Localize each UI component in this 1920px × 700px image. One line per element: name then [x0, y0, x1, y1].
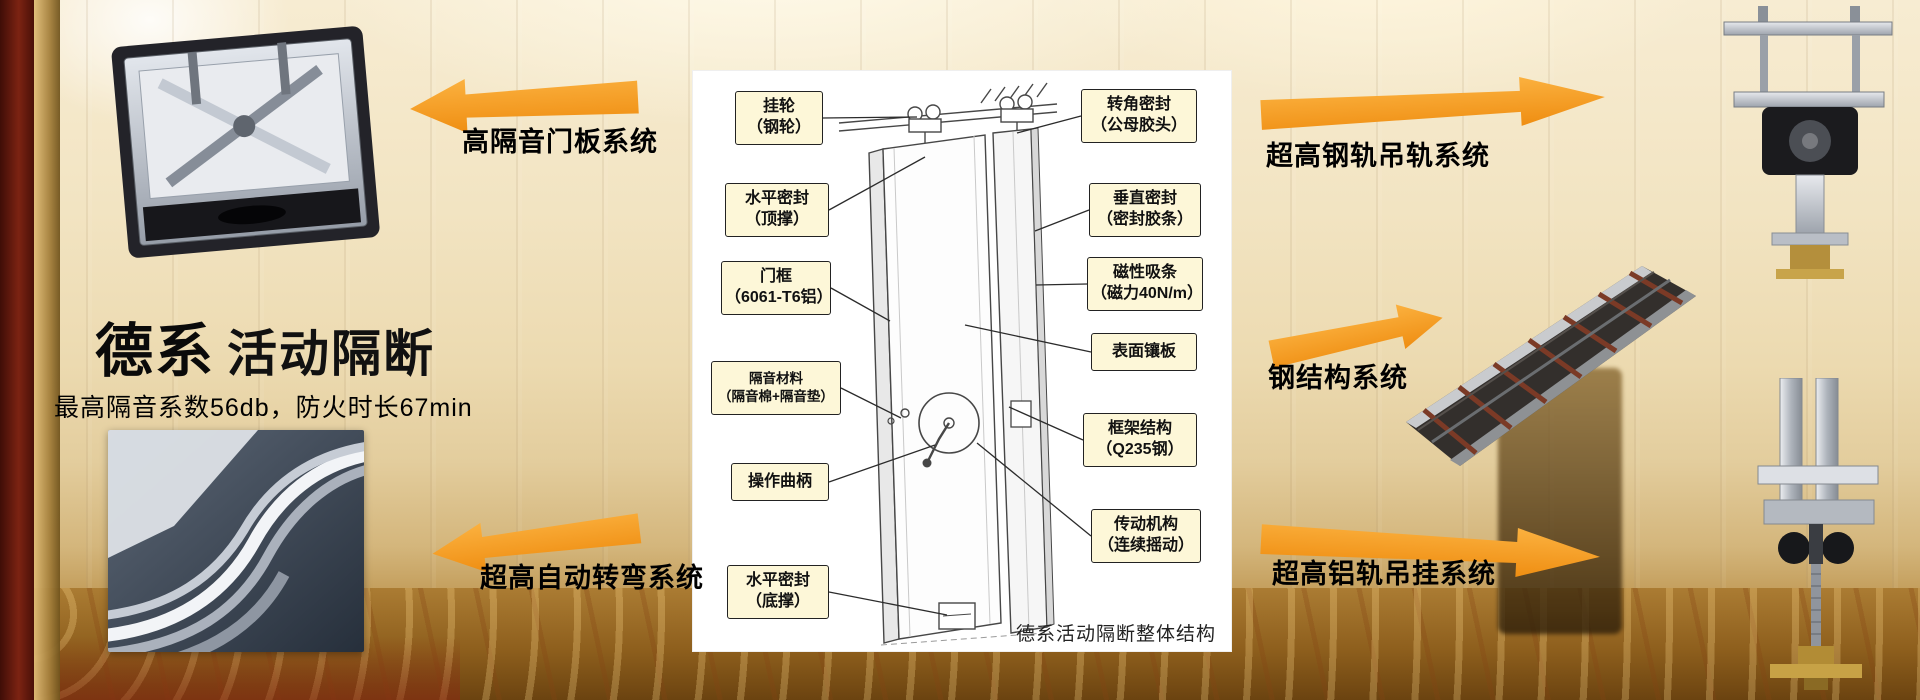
door-panel-track-image	[111, 26, 380, 258]
aluminum-rail-hanger-image	[1757, 377, 1879, 690]
arrow-top-right-icon	[1260, 76, 1605, 130]
photo-aluminum-rail-system	[1712, 377, 1917, 696]
callout-label: 隔音材料 （隔音棉+隔音垫）	[711, 361, 841, 415]
callout-label: 水平密封 （顶撑）	[725, 183, 829, 237]
curved-track-image	[108, 430, 364, 652]
callout-label: 操作曲柄	[731, 463, 829, 501]
structure-diagram-panel: 挂轮 （钢轮） 水平密封 （顶撑） 门框 （6061-T6铝） 隔音材料 （隔音…	[692, 70, 1232, 652]
system-label-top-right: 超高钢轨吊轨系统	[1266, 141, 1490, 171]
arrow-bottom-right-icon	[1260, 524, 1600, 577]
brand-title: 德系	[95, 319, 216, 384]
page-title: 德系 活动隔断	[95, 304, 435, 388]
product-subtitle: 最高隔音系数56db，防火时长67min	[54, 394, 473, 422]
diagram-caption: 德系活动隔断整体结构	[1015, 624, 1216, 645]
system-label-bottom-left: 超高自动转弯系统	[480, 563, 704, 593]
callout-label: 水平密封 （底撑）	[727, 565, 829, 619]
photo-auto-turn-system	[108, 430, 364, 652]
callout-label: 磁性吸条 （磁力40N/m）	[1087, 257, 1203, 311]
gold-pilaster	[34, 0, 60, 700]
system-label-mid-right: 钢结构系统	[1268, 363, 1408, 393]
system-label-top-left: 高隔音门板系统	[462, 127, 658, 157]
callout-label: 框架结构 （Q235钢）	[1083, 413, 1197, 467]
steel-truss-image	[1406, 266, 1696, 466]
photo-steel-structure	[1402, 226, 1702, 474]
steel-rail-hanger-image	[1723, 6, 1893, 279]
callout-label: 表面镶板	[1091, 333, 1197, 371]
callout-label: 挂轮 （钢轮）	[735, 91, 823, 145]
photo-door-panel-system	[105, 8, 390, 298]
callout-label: 门框 （6061-T6铝）	[721, 261, 833, 315]
arrow-top-left-icon	[410, 79, 639, 134]
callout-label: 传动机构 （连续摇动）	[1091, 509, 1201, 563]
arrow-mid-right-icon	[1268, 304, 1443, 368]
arrow-bottom-left-icon	[432, 513, 642, 573]
system-label-bottom-right: 超高铝轨吊挂系统	[1272, 559, 1496, 589]
callout-label: 转角密封 （公母胶头）	[1081, 89, 1197, 143]
photo-steel-rail-system	[1700, 2, 1915, 292]
red-column	[0, 0, 34, 700]
callout-label: 垂直密封 （密封胶条）	[1089, 183, 1201, 237]
product-title: 活动隔断	[227, 326, 436, 382]
partition-structure-diagram	[822, 82, 1092, 646]
